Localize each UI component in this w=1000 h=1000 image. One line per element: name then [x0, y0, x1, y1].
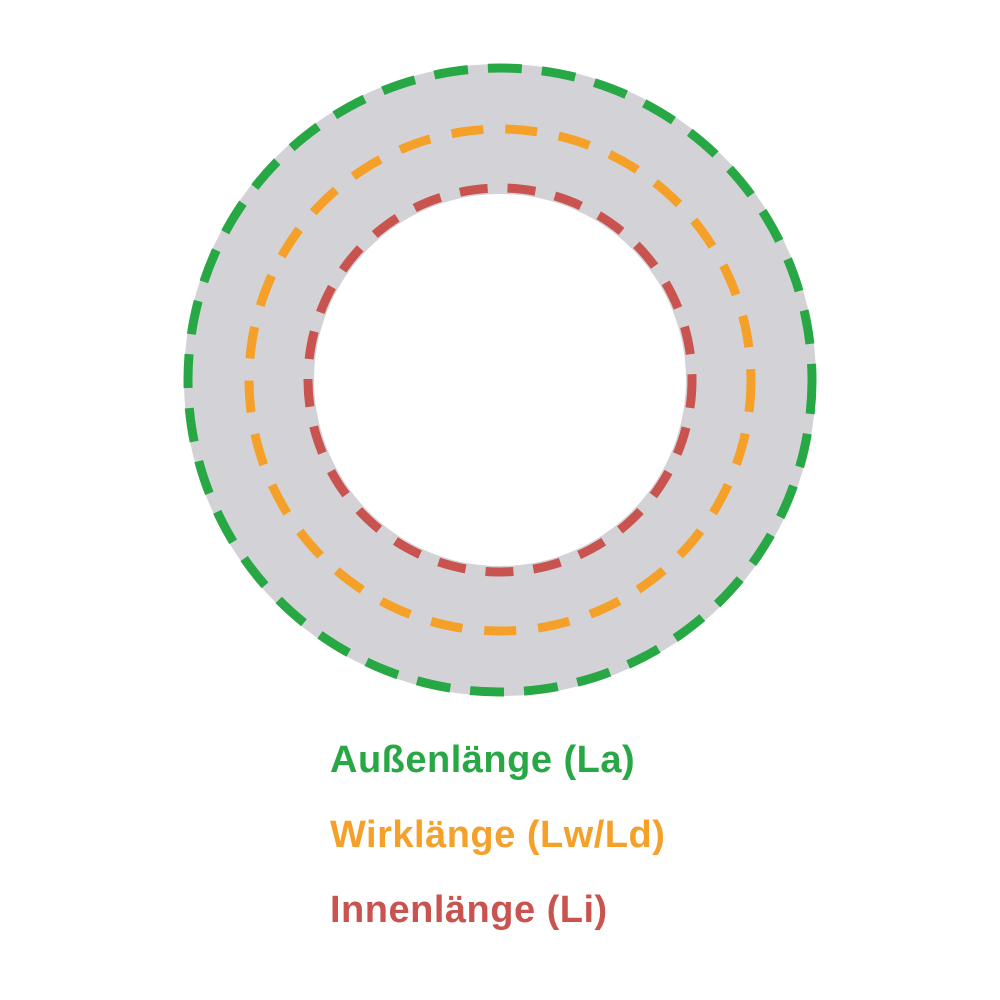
outer-length-circle [183, 63, 817, 697]
outer-length-label: Außenlänge (La) [330, 739, 636, 781]
inner-length-circle [303, 183, 697, 577]
belt-cross-section-drawing [183, 63, 817, 697]
effective-length-circle [244, 124, 756, 636]
effective-length-label: Wirklänge (Lw/Ld) [330, 814, 666, 856]
inner-length-label: Innenlänge (Li) [330, 889, 608, 931]
length-legend: Außenlänge (La) Wirklänge (Lw/Ld) Innenl… [330, 738, 665, 932]
